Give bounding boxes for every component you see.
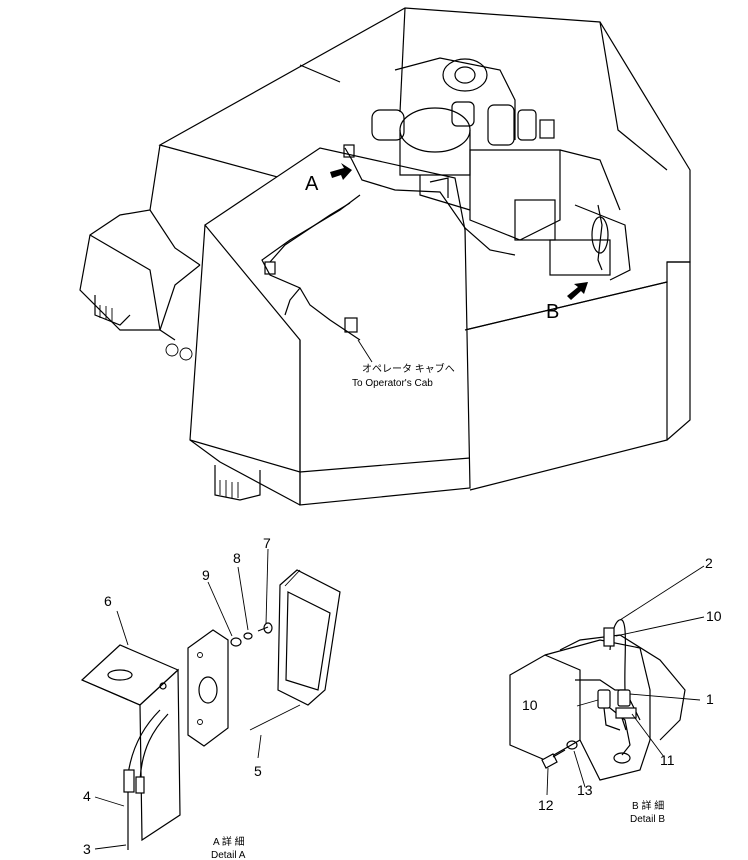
detail-a-leaders bbox=[94, 548, 269, 850]
detail-a-bracket bbox=[80, 644, 181, 842]
harness-route bbox=[261, 144, 609, 341]
operator-cab-jp: オペレータ キャブへ bbox=[362, 362, 455, 375]
part-num-11: 11 bbox=[660, 752, 675, 768]
part-num-2: 2 bbox=[705, 555, 713, 571]
operator-cab-leader bbox=[357, 339, 373, 363]
detail-a-cover bbox=[277, 569, 341, 706]
callout-arrow-a bbox=[330, 163, 352, 180]
detail-b-caption-jp: B 詳 細 bbox=[632, 799, 664, 812]
callout-b-label: B bbox=[546, 301, 559, 323]
part-num-10-upper: 10 bbox=[706, 608, 722, 624]
callout-a-label: A bbox=[305, 173, 319, 195]
detail-b-leaders bbox=[546, 565, 705, 796]
detail-a-fasteners bbox=[230, 622, 273, 647]
part-num-4: 4 bbox=[83, 788, 91, 804]
part-num-13: 13 bbox=[577, 782, 593, 798]
detail-a-sensor-wire bbox=[123, 709, 169, 850]
machine-body bbox=[79, 7, 691, 506]
engine-assembly bbox=[371, 57, 631, 281]
detail-b-sensor-wiring bbox=[597, 619, 637, 731]
detail-a-caption-jp: A 詳 細 bbox=[213, 835, 245, 848]
part-num-12: 12 bbox=[538, 797, 554, 813]
callout-arrow-b bbox=[567, 282, 588, 300]
part-num-10-lower: 10 bbox=[522, 697, 538, 713]
part-num-9: 9 bbox=[202, 567, 210, 583]
part-num-5: 5 bbox=[254, 763, 262, 779]
part-num-3: 3 bbox=[83, 841, 91, 857]
part-num-7: 7 bbox=[263, 535, 271, 551]
part-num-1: 1 bbox=[706, 691, 714, 707]
detail-b-fasteners bbox=[541, 740, 578, 769]
part-num-6: 6 bbox=[104, 593, 112, 609]
detail-b-caption-en: Detail B bbox=[630, 814, 665, 825]
part-num-8: 8 bbox=[233, 550, 241, 566]
detail-a-cover-edge bbox=[249, 704, 301, 731]
detail-a-mount-plate bbox=[187, 629, 229, 747]
operator-cab-en: To Operator's Cab bbox=[352, 378, 433, 389]
detail-a-caption-en: Detail A bbox=[211, 850, 246, 860]
